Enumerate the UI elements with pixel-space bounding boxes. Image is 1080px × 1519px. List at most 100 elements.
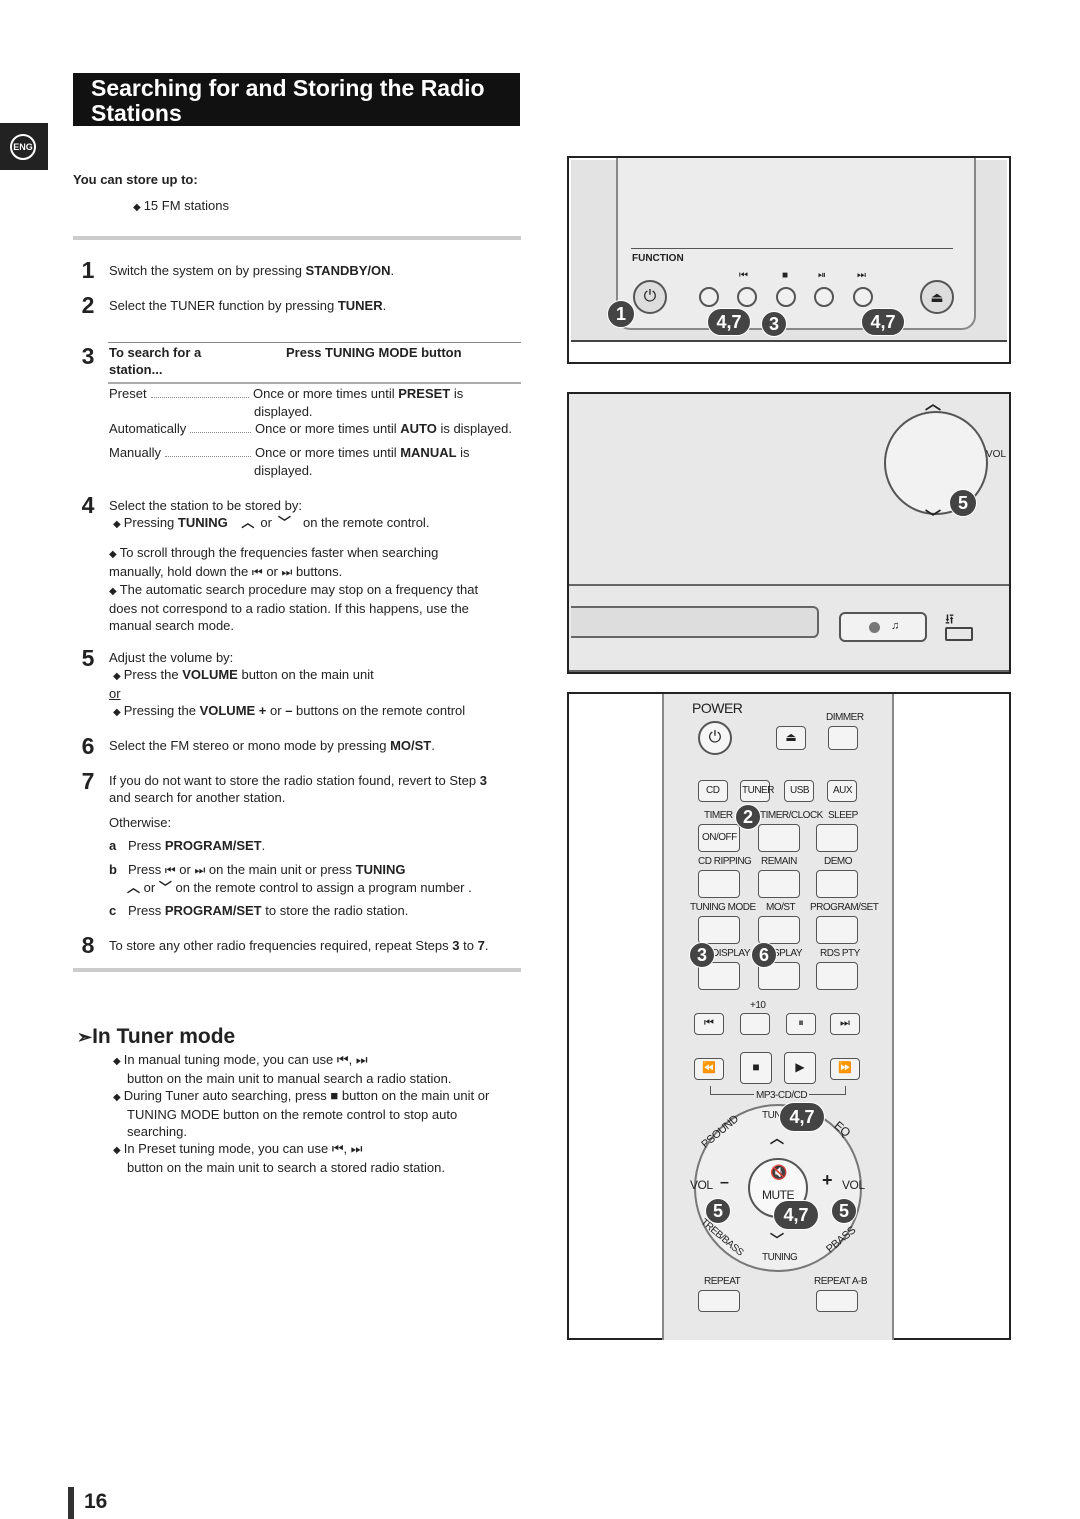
disc-slot	[571, 606, 819, 638]
usb-button: USB	[784, 780, 814, 802]
tuner-button: TUNER	[740, 780, 774, 802]
plus-icon: +	[822, 1170, 833, 1190]
step-text: To store any other radio frequencies req…	[109, 938, 489, 953]
step-number: 6	[81, 733, 95, 759]
remote-body: POWER DIMMER ⏻ ⏏ CD TUNER USB AUX TIMER …	[662, 694, 894, 1340]
figure-remote: POWER DIMMER ⏻ ⏏ CD TUNER USB AUX TIMER …	[567, 692, 1011, 1340]
rds-pty-label: RDS PTY	[820, 948, 860, 959]
step-number: 3	[81, 343, 95, 369]
skip-back-icon: ⏮	[251, 565, 263, 579]
divider	[73, 236, 521, 240]
tuning-mode-button	[698, 916, 740, 944]
callout: 3	[761, 311, 787, 337]
eject-icon: ⏏	[920, 280, 954, 314]
dimmer-button	[828, 726, 858, 750]
repeat-ab-button	[816, 1290, 858, 1312]
plus10-label: +10	[750, 1000, 766, 1011]
cd-ripping-button	[698, 870, 740, 898]
pause-icon: ⏸	[786, 1013, 816, 1035]
program-set-button	[816, 916, 858, 944]
step-text: Select the FM stereo or mono mode by pre…	[109, 738, 435, 753]
repeat-button	[698, 1290, 740, 1312]
callout: 5	[949, 489, 977, 517]
table-row-cont: displayed.	[254, 463, 313, 478]
figure-main-unit-panel: FUNCTION ⏮ ■ ⏯ ⏭ ⏻ ⏏ 1 4,7 3 4,7	[567, 156, 1011, 364]
headphone-jack: ♫	[839, 612, 927, 642]
callout: 5	[705, 1198, 731, 1224]
navigation-pad: PSOUND TUNING EQ ︿ VOL – + VOL 🔇 MUTE ﹀ …	[690, 1104, 865, 1272]
display-label: DISPLAY	[764, 948, 803, 959]
stop-icon: ■	[740, 1052, 772, 1084]
repeat-label: REPEAT	[704, 1276, 741, 1287]
step-number: 2	[81, 292, 95, 318]
chevron-up-icon: ︿	[925, 396, 942, 413]
table-header-col2: Press TUNING MODE button	[286, 345, 462, 360]
repeat-ab-label: REPEAT A-B	[814, 1276, 867, 1287]
timer-clock-label: TIMER/CLOCK	[760, 810, 823, 821]
program-set-label: PROGRAM/SET	[810, 902, 879, 913]
store-item: ◆15 FM stations	[133, 198, 229, 213]
table-header-col1: To search for a station...	[109, 345, 202, 377]
volume-knob	[884, 411, 988, 515]
on-off-button: ON/OFF	[698, 824, 740, 852]
chevron-down-icon: ﹀	[770, 1232, 784, 1248]
tuning-label: TUNING	[762, 1252, 798, 1263]
usb-port	[945, 627, 973, 641]
demo-label: DEMO	[824, 856, 853, 867]
play-pause-button	[814, 287, 834, 307]
stop-button	[776, 287, 796, 307]
sleep-button	[816, 824, 858, 852]
mp3-cd-label: MP3-CD/CD	[754, 1090, 810, 1101]
chevron-down-icon: ﹀	[158, 880, 172, 895]
timer-clock-button	[758, 824, 800, 852]
skip-forward-icon: ⏭	[355, 1052, 368, 1067]
arrow-icon: ➣	[77, 1027, 93, 1047]
step-note: ◆To scroll through the frequencies faste…	[109, 545, 479, 633]
page-number: 16	[84, 1490, 108, 1513]
diamond-icon: ◆	[133, 202, 141, 213]
divider	[108, 342, 521, 343]
tuning-mode-label: TUNING MODE	[690, 902, 756, 913]
step-text: Select the station to be stored by:	[109, 498, 302, 513]
mute-label: MUTE	[762, 1188, 795, 1202]
usb-icon: ⭿	[945, 611, 955, 627]
skip-back-icon: ⏮	[331, 1141, 344, 1156]
step-number: 8	[81, 932, 95, 958]
cd-ripping-label: CD RIPPING	[698, 856, 752, 867]
rewind-icon: ⏪	[694, 1058, 724, 1080]
cd-button: CD	[698, 780, 728, 802]
vol-label: VOL	[986, 449, 1007, 460]
diamond-icon: ◆	[113, 1092, 121, 1103]
display-button	[758, 962, 800, 990]
step-number: 4	[81, 492, 95, 518]
step-text: Select the TUNER function by pressing TU…	[109, 298, 387, 313]
page-marker	[68, 1487, 74, 1519]
callout: 4,7	[779, 1102, 825, 1132]
diamond-icon: ◆	[109, 586, 117, 597]
callout: 1	[607, 300, 635, 328]
chevron-up-icon: ︿	[770, 1130, 784, 1146]
diamond-icon: ◆	[113, 1145, 121, 1156]
remain-button	[758, 870, 800, 898]
mute-icon: 🔇	[770, 1164, 788, 1180]
callout: 4,7	[773, 1200, 819, 1230]
power-icon: ⏻	[698, 721, 732, 755]
diamond-icon: ◆	[113, 1056, 121, 1067]
vol-label: VOL	[842, 1178, 865, 1192]
callout: 4,7	[707, 308, 751, 336]
aux-button: AUX	[827, 780, 857, 802]
skip-forward-icon: ⏭	[830, 1013, 860, 1035]
divider	[108, 382, 521, 384]
timer-label: TIMER	[704, 810, 733, 821]
vol-label: VOL	[690, 1178, 713, 1192]
play-icon: ▶	[784, 1052, 816, 1084]
otherwise-label: Otherwise:	[109, 815, 172, 830]
headphone-icon: ♫	[891, 620, 900, 632]
callout: 4,7	[861, 308, 905, 336]
function-button	[699, 287, 719, 307]
skip-back-icon: ⏮	[694, 1013, 724, 1035]
